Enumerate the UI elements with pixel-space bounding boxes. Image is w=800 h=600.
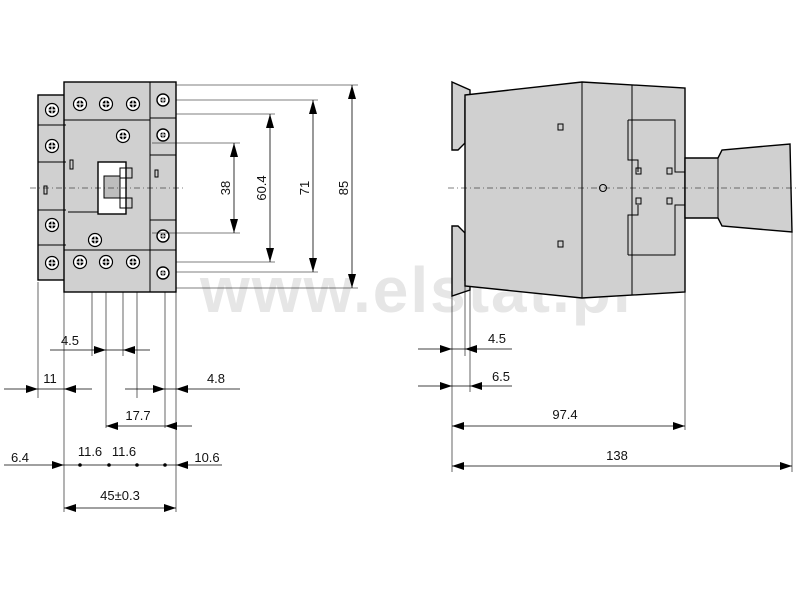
front-view: 38 60.4 71 85 4.5 11 4.8 17.7	[4, 81, 358, 512]
terminal-screw-icon	[72, 96, 88, 112]
dim-11: 11	[43, 371, 57, 386]
dim-10-6: 10.6	[194, 450, 219, 465]
terminal-screw-icon	[98, 96, 114, 112]
dim-6-5: 6.5	[492, 369, 510, 384]
dim-138: 138	[606, 448, 628, 463]
dim-17-7: 17.7	[125, 408, 150, 423]
side-view: 4.5 6.5 97.4 138	[418, 80, 798, 472]
terminal-screw-icon	[125, 96, 141, 112]
dim-4-5-side: 4.5	[488, 331, 506, 346]
side-main-body	[464, 81, 686, 299]
dim-11-6-b: 11.6	[112, 444, 136, 459]
dim-71: 71	[297, 181, 312, 195]
terminal-screw-icon	[98, 254, 114, 270]
dim-60-4: 60.4	[254, 175, 269, 200]
terminal-screw-icon	[87, 232, 103, 248]
terminal-screw-icon	[156, 266, 170, 280]
dim-85: 85	[336, 181, 351, 195]
terminal-screw-icon	[115, 128, 131, 144]
terminal-screw-icon	[156, 93, 170, 107]
dim-45: 45±0.3	[100, 488, 140, 503]
front-aux-contact-block	[37, 94, 67, 281]
dim-97-4: 97.4	[552, 407, 577, 422]
terminal-screw-icon	[72, 254, 88, 270]
dim-11-6-a: 11.6	[78, 444, 102, 459]
dim-38: 38	[218, 181, 233, 195]
terminal-screw-icon	[44, 255, 60, 271]
dim-4-8: 4.8	[207, 371, 225, 386]
dim-6-4: 6.4	[11, 450, 29, 465]
terminal-screw-icon	[125, 254, 141, 270]
terminal-screw-icon	[44, 102, 60, 118]
terminal-screw-icon	[44, 217, 60, 233]
terminal-screw-icon	[156, 128, 170, 142]
dim-4-5-front: 4.5	[61, 333, 79, 348]
terminal-screw-icon	[156, 229, 170, 243]
terminal-screw-icon	[44, 138, 60, 154]
